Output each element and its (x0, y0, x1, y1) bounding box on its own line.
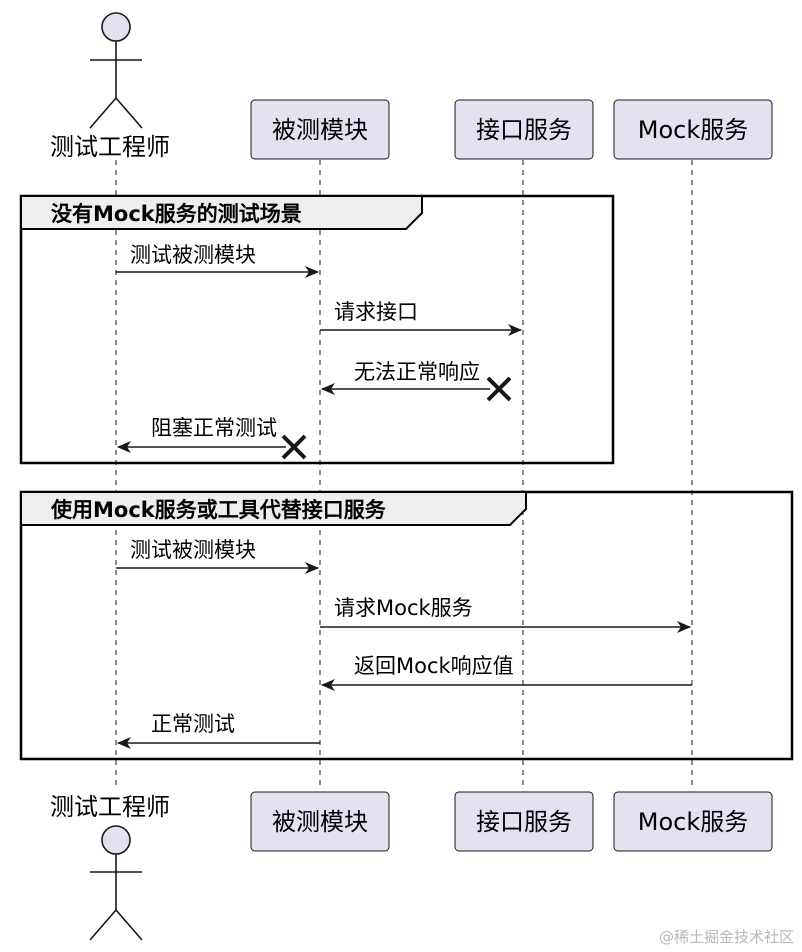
actor-tester-top (89, 12, 143, 129)
actor-tester-bottom (89, 825, 143, 941)
message-label: 阻塞正常测试 (151, 416, 277, 440)
message-label: 测试被测模块 (130, 538, 256, 562)
actor-head-icon (101, 825, 131, 855)
message-label: 请求Mock服务 (334, 596, 473, 620)
actor-tester-bottom-label: 测试工程师 (50, 793, 170, 821)
group-tab-2 (20, 491, 527, 526)
actor-head-icon (101, 12, 131, 42)
participant-mock-top (613, 99, 773, 160)
group-title-2: 使用Mock服务或工具代替接口服务 (50, 498, 387, 522)
participant-module-top (250, 99, 390, 160)
message-label: 请求接口 (334, 300, 418, 324)
group-tab-1 (20, 195, 423, 230)
group-frame-2 (19, 490, 794, 761)
lost-message-x-icon (281, 434, 307, 460)
participant-module-top-label: 被测模块 (272, 116, 368, 144)
message-label: 正常测试 (151, 712, 235, 736)
participant-mock-top-label: Mock服务 (638, 116, 748, 144)
group-title-1: 没有Mock服务的测试场景 (51, 202, 302, 226)
message-label: 无法正常响应 (354, 360, 480, 384)
lost-message-x-icon (486, 376, 512, 402)
message-label: 测试被测模块 (130, 243, 256, 267)
group-frame-1 (19, 194, 615, 465)
actor-tester-top-label: 测试工程师 (50, 133, 170, 161)
participant-api-top (454, 99, 594, 160)
message-label: 返回Mock响应值 (354, 654, 514, 678)
watermark: @稀土掘金技术社区 (659, 928, 794, 946)
participant-mock-bottom (613, 791, 773, 852)
participant-mock-bottom-label: Mock服务 (638, 808, 748, 836)
participant-module-bottom-label: 被测模块 (272, 808, 368, 836)
participant-api-bottom (454, 791, 594, 852)
participant-api-top-label: 接口服务 (476, 116, 572, 144)
participant-api-bottom-label: 接口服务 (476, 808, 572, 836)
participant-module-bottom (250, 791, 390, 852)
